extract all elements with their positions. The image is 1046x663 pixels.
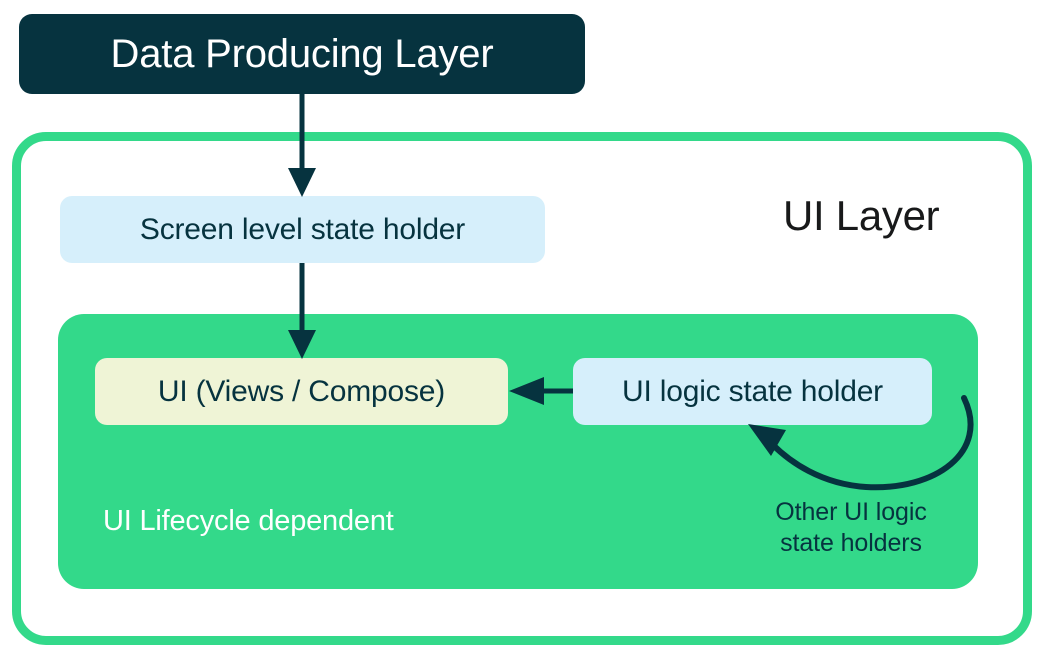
- node-screen-level-state-holder-label: Screen level state holder: [139, 212, 466, 246]
- node-ui-layer-container: [12, 132, 1032, 645]
- node-ui-logic-state-holder: UI logic state holder: [573, 358, 932, 425]
- node-ui-lifecycle-caption: UI Lifecycle dependent: [103, 505, 394, 537]
- node-screen-level-state-holder: Screen level state holder: [60, 196, 545, 263]
- node-other-ui-logic-caption: Other UI logic state holders: [748, 497, 954, 559]
- node-ui-views-compose: UI (Views / Compose): [95, 358, 508, 425]
- node-ui-layer-title: UI Layer: [783, 192, 940, 239]
- node-other-ui-logic-caption-line1: Other UI logic: [775, 498, 927, 526]
- node-ui-logic-state-holder-label: UI logic state holder: [622, 374, 883, 408]
- node-data-producing-layer: Data Producing Layer: [19, 14, 585, 94]
- node-other-ui-logic-caption-line2: state holders: [780, 529, 922, 557]
- node-data-producing-layer-label: Data Producing Layer: [110, 31, 494, 76]
- node-ui-views-compose-label: UI (Views / Compose): [157, 374, 446, 408]
